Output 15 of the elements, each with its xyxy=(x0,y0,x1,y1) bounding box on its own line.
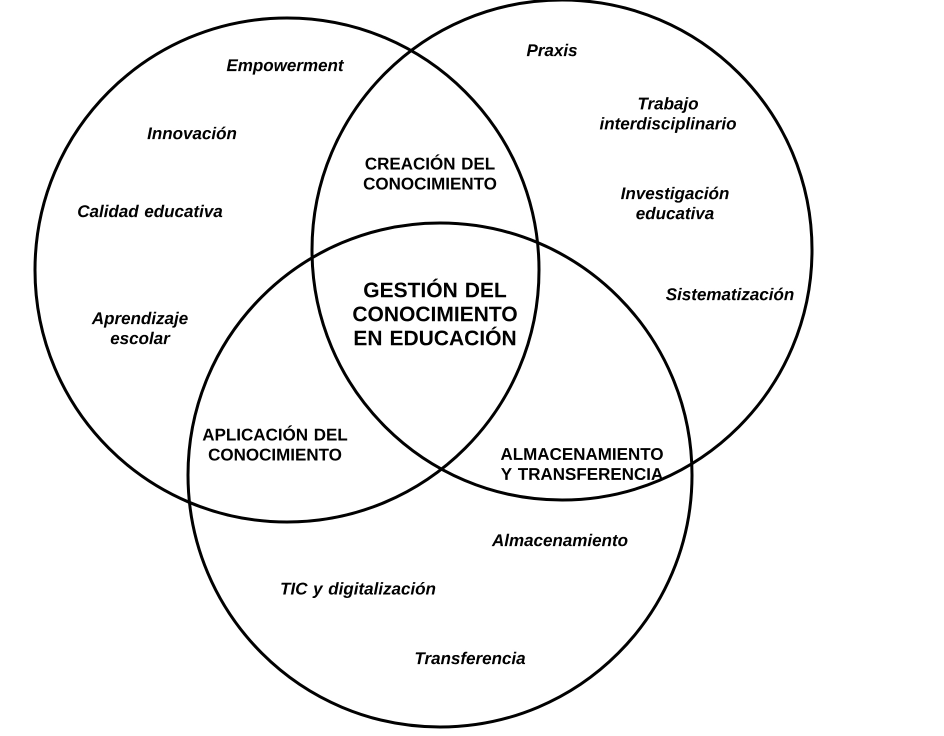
circle-label: Empowerment xyxy=(226,59,344,75)
region-label: APLICACIÓN DEL CONOCIMIENTO xyxy=(202,425,348,461)
circle-label: Transferencia xyxy=(416,652,526,664)
circle-label: Praxis xyxy=(526,44,577,56)
region-label: GESTIÓN DEL CONOCIMIENTO EN EDUCACIÓN xyxy=(353,278,517,346)
circle-label: Calidad educativa xyxy=(78,204,222,218)
circle-label: Trabajo interdisciplinario xyxy=(600,97,736,133)
region-label: CREACIÓN DEL CONOCIMIENTO xyxy=(364,154,496,190)
circle-label: Almacenamiento xyxy=(492,534,628,546)
region-label: ALMACENAMIENTO Y TRANSFERENCIA xyxy=(500,448,663,480)
circle-label: Innovación xyxy=(147,126,236,140)
circle-label: Aprendizaje escolar xyxy=(91,312,188,344)
circle-label: Investigación educativa xyxy=(620,186,729,220)
circle-label: TIC y digitalización xyxy=(281,582,436,598)
circle-label: Sistematización xyxy=(666,288,794,300)
